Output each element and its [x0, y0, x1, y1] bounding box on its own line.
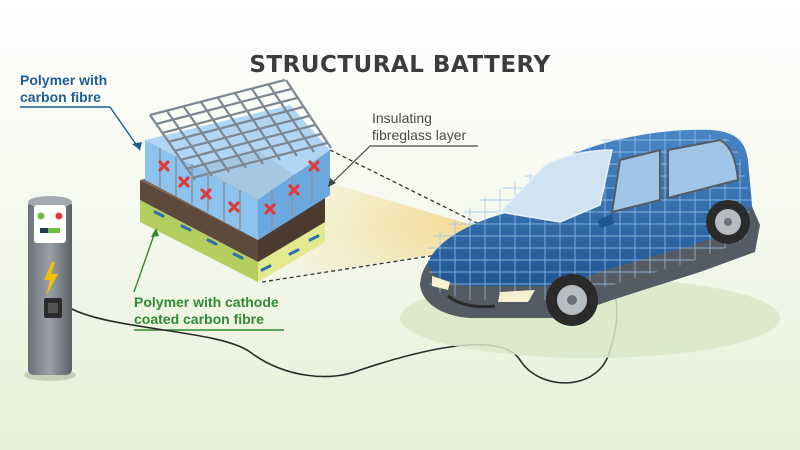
label-line: Polymer with	[20, 72, 108, 88]
label-line: coated carbon fibre	[134, 311, 264, 327]
projection-line-top	[329, 149, 496, 233]
label-line: Polymer with cathode	[134, 294, 279, 310]
label-line: fibreglass layer	[372, 127, 467, 143]
cathode-layer-front	[140, 200, 258, 282]
lightning-bolt-icon	[44, 262, 58, 296]
diagram-title: STRUCTURAL BATTERY	[249, 52, 551, 78]
car-wheel-front	[546, 274, 598, 326]
ev-charger-icon	[24, 196, 76, 381]
pointer-carbon-arrowhead	[132, 142, 142, 150]
carbon-fibre-grid	[149, 78, 332, 181]
separator-layer-front	[140, 180, 258, 262]
car-wheel-rear	[706, 200, 750, 244]
label-line: Insulating	[372, 110, 432, 126]
battery-layer-stack	[140, 78, 332, 282]
positive-ion-icons	[158, 160, 320, 215]
electric-car-icon	[400, 128, 780, 358]
carbon-layer-top	[145, 105, 330, 200]
separator-layer-side	[258, 195, 325, 262]
pointer-carbon	[109, 106, 141, 151]
pointer-cathode-arrowhead	[151, 228, 159, 237]
label-insulating-fibreglass-layer: Insulating fibreglass layer	[372, 110, 466, 144]
pointer-insulating-arrowhead	[328, 178, 336, 187]
pointer-insulating	[329, 145, 371, 186]
label-line: carbon fibre	[20, 89, 101, 105]
label-polymer-carbon-fibre: Polymer with carbon fibre	[20, 72, 107, 106]
pointer-cathode	[133, 231, 156, 293]
label-polymer-cathode: Polymer with cathode coated carbon fibre	[134, 294, 279, 328]
